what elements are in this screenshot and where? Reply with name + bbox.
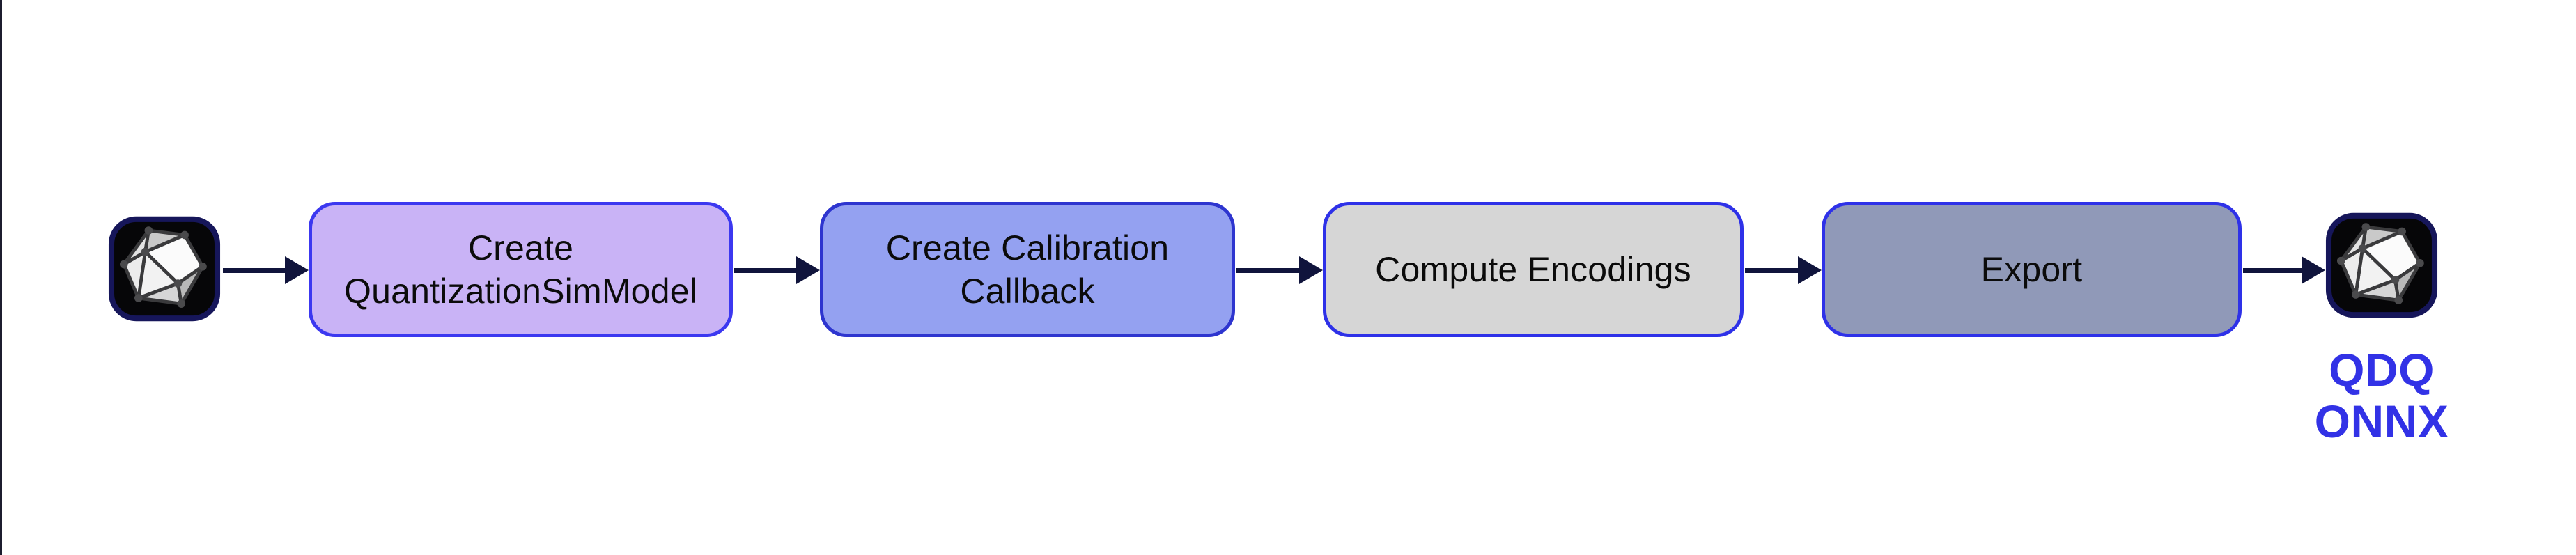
arrow-head [796, 256, 820, 284]
step-create-calibration-callback: Create Calibration Callback [820, 202, 1235, 337]
arrow-line [2243, 268, 2304, 273]
arrow-head [1798, 256, 1822, 284]
onnx-logo-graphic [2325, 212, 2438, 318]
step-label: Compute Encodings [1375, 249, 1691, 289]
flow-arrow [1236, 256, 1323, 284]
onnx-model-icon [108, 216, 221, 322]
flow-arrow [1745, 256, 1822, 284]
step-label: Create QuantizationSimModel [343, 228, 698, 311]
step-create-quantizationsimmodel: Create QuantizationSimModel [309, 202, 733, 337]
arrow-head [1299, 256, 1323, 284]
flow-arrow [2243, 256, 2325, 284]
onnx-logo-graphic [108, 216, 221, 322]
arrow-line [223, 268, 288, 273]
arrow-head [2302, 256, 2325, 284]
step-compute-encodings: Compute Encodings [1323, 202, 1744, 337]
output-format-label: QDQ ONNX [2314, 344, 2449, 447]
flow-arrow [223, 256, 309, 284]
onnx-model-icon [2325, 212, 2438, 318]
arrow-head [285, 256, 309, 284]
arrow-line [1236, 268, 1302, 273]
left-edge-line [0, 0, 2, 555]
step-label: Export [1980, 249, 2083, 289]
step-export: Export [1822, 202, 2242, 337]
arrow-line [1745, 268, 1801, 273]
flow-arrow [734, 256, 820, 284]
arrow-line [734, 268, 799, 273]
step-label: Create Calibration Callback [885, 228, 1170, 311]
